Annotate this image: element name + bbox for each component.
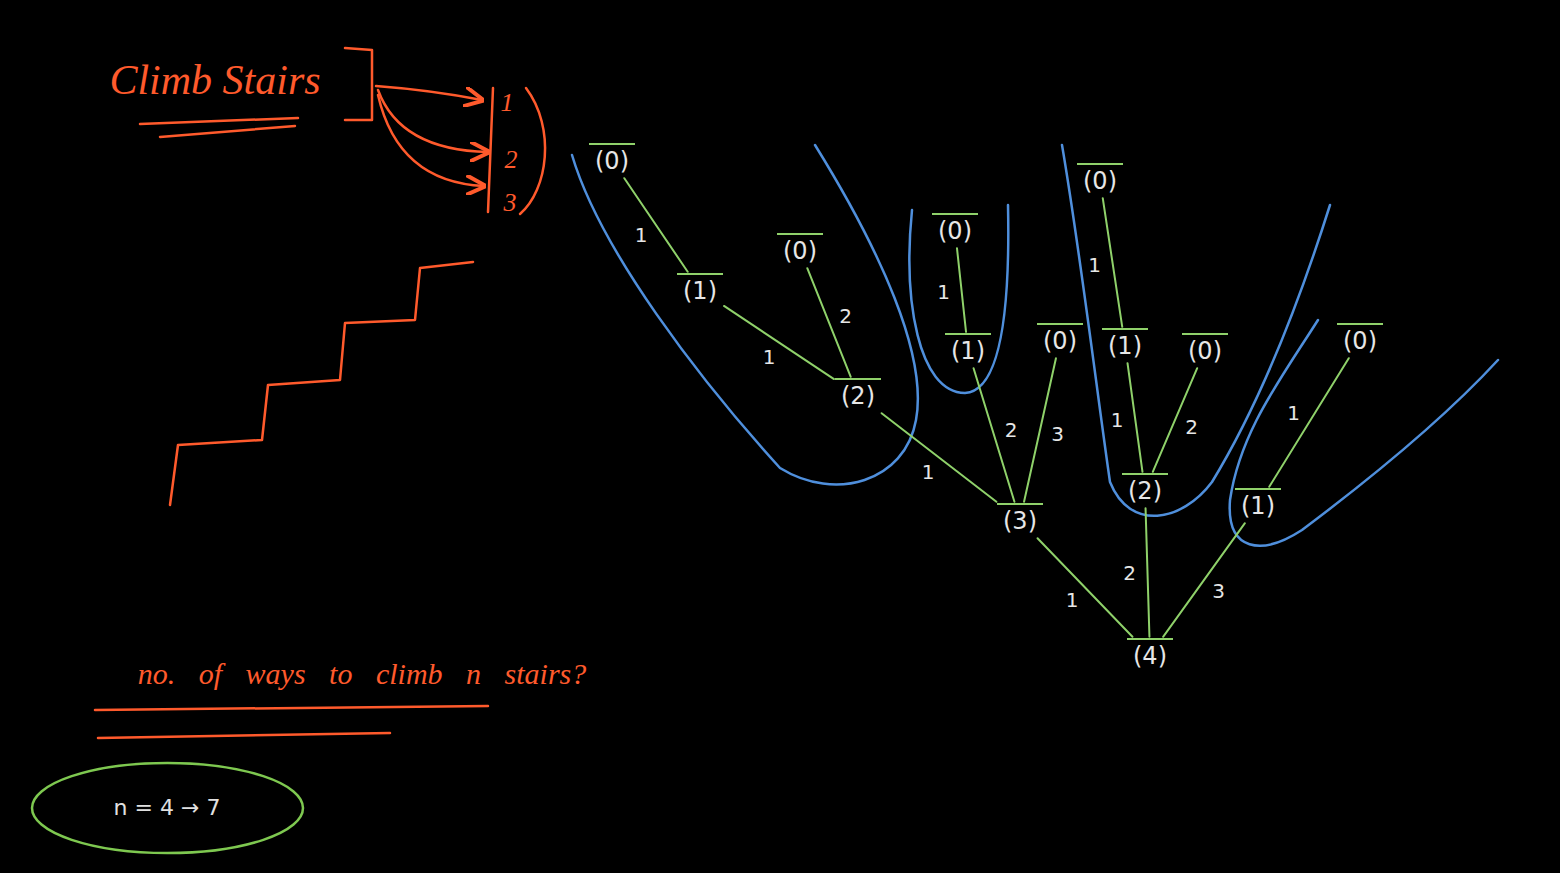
step-size: 1 (633, 224, 650, 246)
subproblem-node: (2) (835, 378, 881, 412)
subproblem-node: (0) (1182, 333, 1228, 367)
board-title: Climb Stairs (109, 56, 320, 104)
stair-count: (1) (1108, 333, 1142, 359)
step-size: 1 (1109, 409, 1126, 431)
subproblem-node: (3) (997, 503, 1043, 537)
subproblem-node: (0) (777, 233, 823, 267)
subproblem-loop (1062, 145, 1330, 516)
option-bracket (520, 88, 545, 214)
subproblem-node: (1) (945, 333, 991, 367)
ellipse-outline (32, 763, 303, 853)
step-size: 1 (761, 346, 778, 368)
title-bracket (345, 48, 372, 120)
recursion-edge (882, 413, 997, 502)
staircase (170, 262, 473, 505)
stair-count: (0) (595, 148, 629, 174)
recursion-edge (1103, 198, 1122, 327)
title-underline (140, 118, 298, 124)
recursion-edge (1146, 508, 1150, 637)
subproblem-node: (0) (1337, 323, 1383, 357)
subproblem-node: (0) (589, 143, 635, 177)
title-underline (160, 126, 295, 137)
option-arrow (378, 95, 484, 186)
stair-count: (2) (1128, 478, 1162, 504)
subproblem-node: (0) (1077, 163, 1123, 197)
recursion-edge (724, 306, 834, 379)
result-text: n = 4 → 7 (114, 795, 221, 821)
stair-count: (0) (783, 238, 817, 264)
subproblem-loop (910, 205, 1009, 393)
stair-count: (0) (1343, 328, 1377, 354)
step-size: 1 (920, 461, 937, 483)
stair-count: (3) (1003, 508, 1037, 534)
recursion-edge (1269, 358, 1349, 487)
stair-count: (0) (938, 218, 972, 244)
subproblem-node: (2) (1122, 473, 1168, 507)
option-number: 3 (504, 188, 517, 218)
recursion-edge (1163, 523, 1245, 637)
option-arrow (376, 86, 482, 100)
question-underline (98, 733, 390, 738)
step-size: 2 (1121, 562, 1138, 584)
result-ellipse: n = 4 → 7 (30, 761, 305, 855)
step-size: 3 (1210, 580, 1227, 602)
subproblem-node: (1) (1235, 488, 1281, 522)
step-size: 1 (935, 281, 952, 303)
stair-count: (1) (683, 278, 717, 304)
option-number: 1 (501, 88, 514, 118)
recursion-edge (957, 248, 966, 332)
step-size: 1 (1285, 402, 1302, 424)
option-arrow (378, 90, 488, 152)
subproblem-node: (0) (1037, 323, 1083, 357)
recursion-edge (1038, 538, 1133, 637)
step-size: 3 (1049, 423, 1066, 445)
question-text: no. of ways to climb n stairs? (138, 657, 587, 691)
step-size: 1 (1064, 589, 1081, 611)
stair-count: (0) (1188, 338, 1222, 364)
stair-count: (1) (1241, 493, 1275, 519)
stair-count: (2) (841, 383, 875, 409)
recursion-edge (624, 178, 687, 272)
stair-count: (0) (1043, 328, 1077, 354)
question-underline (95, 706, 488, 710)
step-size: 1 (1086, 254, 1103, 276)
subproblem-node: (0) (932, 213, 978, 247)
stair-count: (0) (1083, 168, 1117, 194)
recursion-edge (1128, 363, 1143, 472)
stair-count: (1) (951, 338, 985, 364)
step-size: 2 (1183, 416, 1200, 438)
subproblem-node: (4) (1127, 638, 1173, 672)
step-size: 2 (1003, 419, 1020, 441)
subproblem-loop (1230, 320, 1498, 546)
subproblem-node: (1) (677, 273, 723, 307)
subproblem-node: (1) (1102, 328, 1148, 362)
option-bracket (488, 88, 493, 212)
option-number: 2 (505, 145, 518, 175)
subproblem-loop (572, 145, 918, 484)
stair-count: (4) (1133, 643, 1167, 669)
step-size: 2 (837, 305, 854, 327)
